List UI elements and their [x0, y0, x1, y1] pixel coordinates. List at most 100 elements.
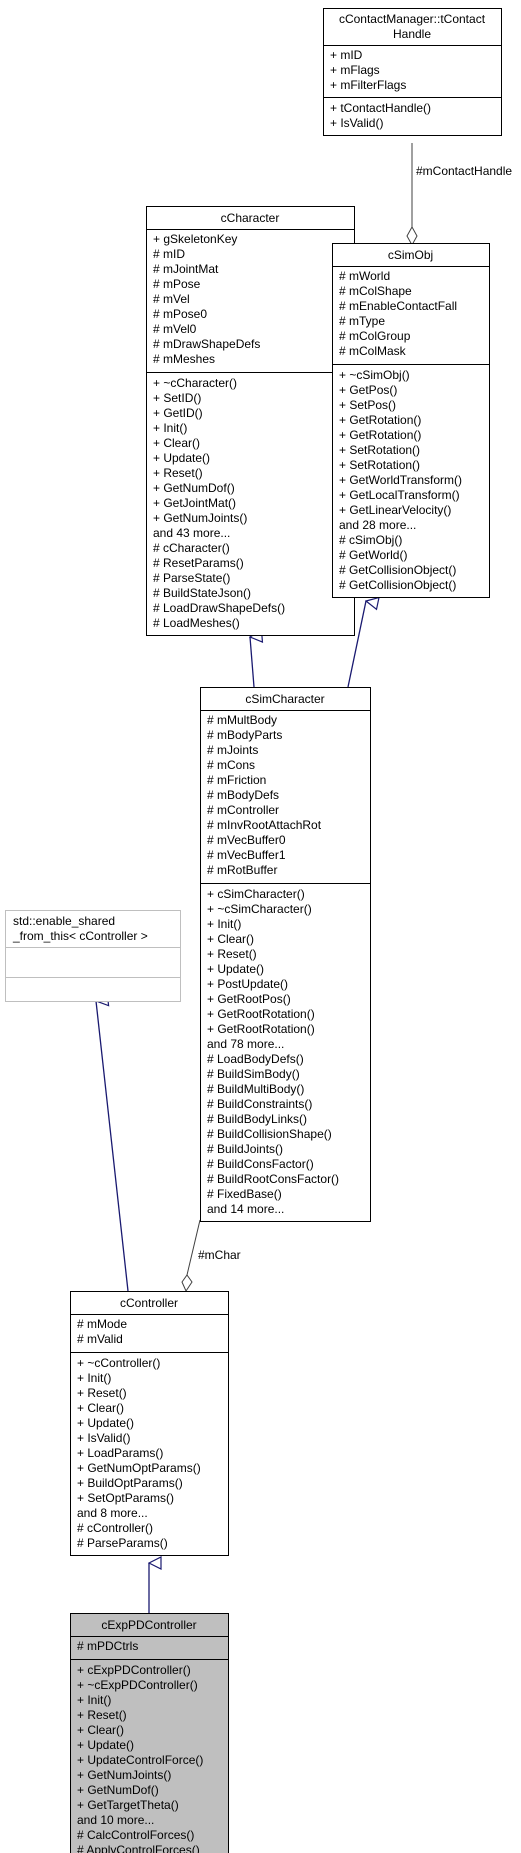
class-method: + Update() — [153, 451, 210, 465]
class-box-frame — [323, 8, 502, 136]
class-box-exppdcontroller[interactable]: cExpPDController# mPDCtrls+ cExpPDContro… — [70, 1613, 229, 1853]
class-method: + BuildOptParams() — [77, 1476, 183, 1490]
class-method: and 14 more... — [207, 1202, 284, 1216]
class-box-frame — [5, 910, 181, 1002]
class-method: # cSimObj() — [339, 533, 402, 547]
class-method: # BuildJoints() — [207, 1142, 283, 1156]
class-method: # BuildConsFactor() — [207, 1157, 314, 1171]
class-method: # BuildConstraints() — [207, 1097, 312, 1111]
class-method: + SetOptParams() — [77, 1491, 174, 1505]
class-method: # ApplyControlForces() — [77, 1843, 200, 1853]
class-method: + GetJointMat() — [153, 496, 236, 510]
class-attribute: # mBodyParts — [207, 728, 282, 742]
class-method: + Clear() — [77, 1401, 124, 1415]
class-box-frame — [146, 206, 355, 636]
class-method: + Update() — [207, 962, 264, 976]
class-attribute: + mID — [330, 48, 363, 62]
class-method: # FixedBase() — [207, 1187, 282, 1201]
class-method: + GetLocalTransform() — [339, 488, 460, 502]
class-method: + Clear() — [207, 932, 254, 946]
class-method: + GetTargetTheta() — [77, 1798, 179, 1812]
class-attribute: # mMode — [77, 1317, 127, 1331]
class-method: + Init() — [153, 421, 187, 435]
class-method: and 8 more... — [77, 1506, 148, 1520]
class-attribute: # mJointMat — [153, 262, 219, 276]
class-box-character[interactable]: cCharacter+ gSkeletonKey# mID# mJointMat… — [146, 206, 355, 636]
class-method: + Init() — [77, 1693, 111, 1707]
class-method: + ~cExpPDController() — [77, 1678, 198, 1692]
class-method: + GetWorldTransform() — [339, 473, 462, 487]
class-method: + Reset() — [77, 1708, 127, 1722]
class-box-simcharacter[interactable]: cSimCharacter# mMultBody# mBodyParts# mJ… — [200, 687, 371, 1222]
class-method: + Init() — [207, 917, 241, 931]
class-method: and 28 more... — [339, 518, 416, 532]
class-method: + GetPos() — [339, 383, 397, 397]
class-method: + GetLinearVelocity() — [339, 503, 451, 517]
class-attribute: # mVel — [153, 292, 190, 306]
class-method: + GetNumJoints() — [153, 511, 247, 525]
class-attribute: # mType — [339, 314, 385, 328]
class-attribute: # mEnableContactFall — [339, 299, 457, 313]
inherit-enable-shared-line — [96, 1001, 129, 1292]
class-attribute: # mID — [153, 247, 185, 261]
class-method: + cExpPDController() — [77, 1663, 191, 1677]
class-method: # CalcControlForces() — [77, 1828, 194, 1842]
inherit-character-line — [250, 637, 254, 688]
class-attribute: # mController — [207, 803, 279, 817]
class-title: cContactManager::tContact — [339, 12, 486, 26]
class-box-simobj[interactable]: cSimObj# mWorld# mColShape# mEnableConta… — [332, 243, 490, 598]
class-method: + GetNumDof() — [77, 1783, 159, 1797]
class-box-contact-handle[interactable]: cContactManager::tContactHandle+ mID+ mF… — [323, 8, 502, 136]
class-attribute: # mWorld — [339, 269, 390, 283]
class-attribute: # mCons — [207, 758, 255, 772]
class-method: + ~cController() — [77, 1356, 160, 1370]
class-method: + SetRotation() — [339, 458, 420, 472]
class-method: + GetNumJoints() — [77, 1768, 171, 1782]
class-method: + Init() — [77, 1371, 111, 1385]
class-attribute: # mMultBody — [207, 713, 277, 727]
class-method: + GetRotation() — [339, 413, 421, 427]
class-method: + Update() — [77, 1738, 134, 1752]
class-method: + Clear() — [77, 1723, 124, 1737]
class-method: # LoadMeshes() — [153, 616, 240, 630]
class-method: + Clear() — [153, 436, 200, 450]
class-method: + GetRootRotation() — [207, 1007, 315, 1021]
class-attribute: # mPose — [153, 277, 201, 291]
class-box-controller[interactable]: cController# mMode# mValid+ ~cController… — [70, 1291, 229, 1556]
class-method: and 78 more... — [207, 1037, 284, 1051]
class-method: # cController() — [77, 1521, 153, 1535]
class-method: + LoadParams() — [77, 1446, 163, 1460]
class-method: + cSimCharacter() — [207, 887, 305, 901]
class-attribute: # mColShape — [339, 284, 412, 298]
class-box-enable-shared[interactable]: std::enable_shared_from_this< cControlle… — [5, 910, 181, 1002]
class-attribute: + mFlags — [330, 63, 380, 77]
class-box-frame — [70, 1291, 229, 1556]
class-method: + GetID() — [153, 406, 203, 420]
class-method: # ResetParams() — [153, 556, 244, 570]
class-method: # ParseState() — [153, 571, 230, 585]
assoc-char-line — [186, 1219, 201, 1276]
assoc-char-diamond — [181, 1274, 193, 1293]
class-method: + UpdateControlForce() — [77, 1753, 203, 1767]
class-method: + IsValid() — [330, 116, 383, 130]
class-attribute: # mVecBuffer0 — [207, 833, 286, 847]
class-method: # GetCollisionObject() — [339, 563, 456, 577]
class-method: # LoadBodyDefs() — [207, 1052, 304, 1066]
class-method: + SetRotation() — [339, 443, 420, 457]
class-method: + GetRootPos() — [207, 992, 291, 1006]
class-method: # BuildBodyLinks() — [207, 1112, 307, 1126]
class-method: # cCharacter() — [153, 541, 230, 555]
class-method: and 43 more... — [153, 526, 230, 540]
class-method: # GetCollisionObject() — [339, 578, 456, 592]
class-method: # ParseParams() — [77, 1536, 168, 1550]
class-attribute: # mColMask — [339, 344, 407, 358]
char-edge-label: #mChar — [198, 1248, 241, 1262]
class-method: + SetID() — [153, 391, 201, 405]
class-attribute: # mVecBuffer1 — [207, 848, 286, 862]
class-title: cCharacter — [221, 211, 280, 225]
class-method: + ~cSimCharacter() — [207, 902, 312, 916]
class-method: + Update() — [77, 1416, 134, 1430]
class-title: std::enable_shared — [13, 914, 115, 928]
class-attribute: # mJoints — [207, 743, 258, 757]
class-method: + ~cSimObj() — [339, 368, 410, 382]
